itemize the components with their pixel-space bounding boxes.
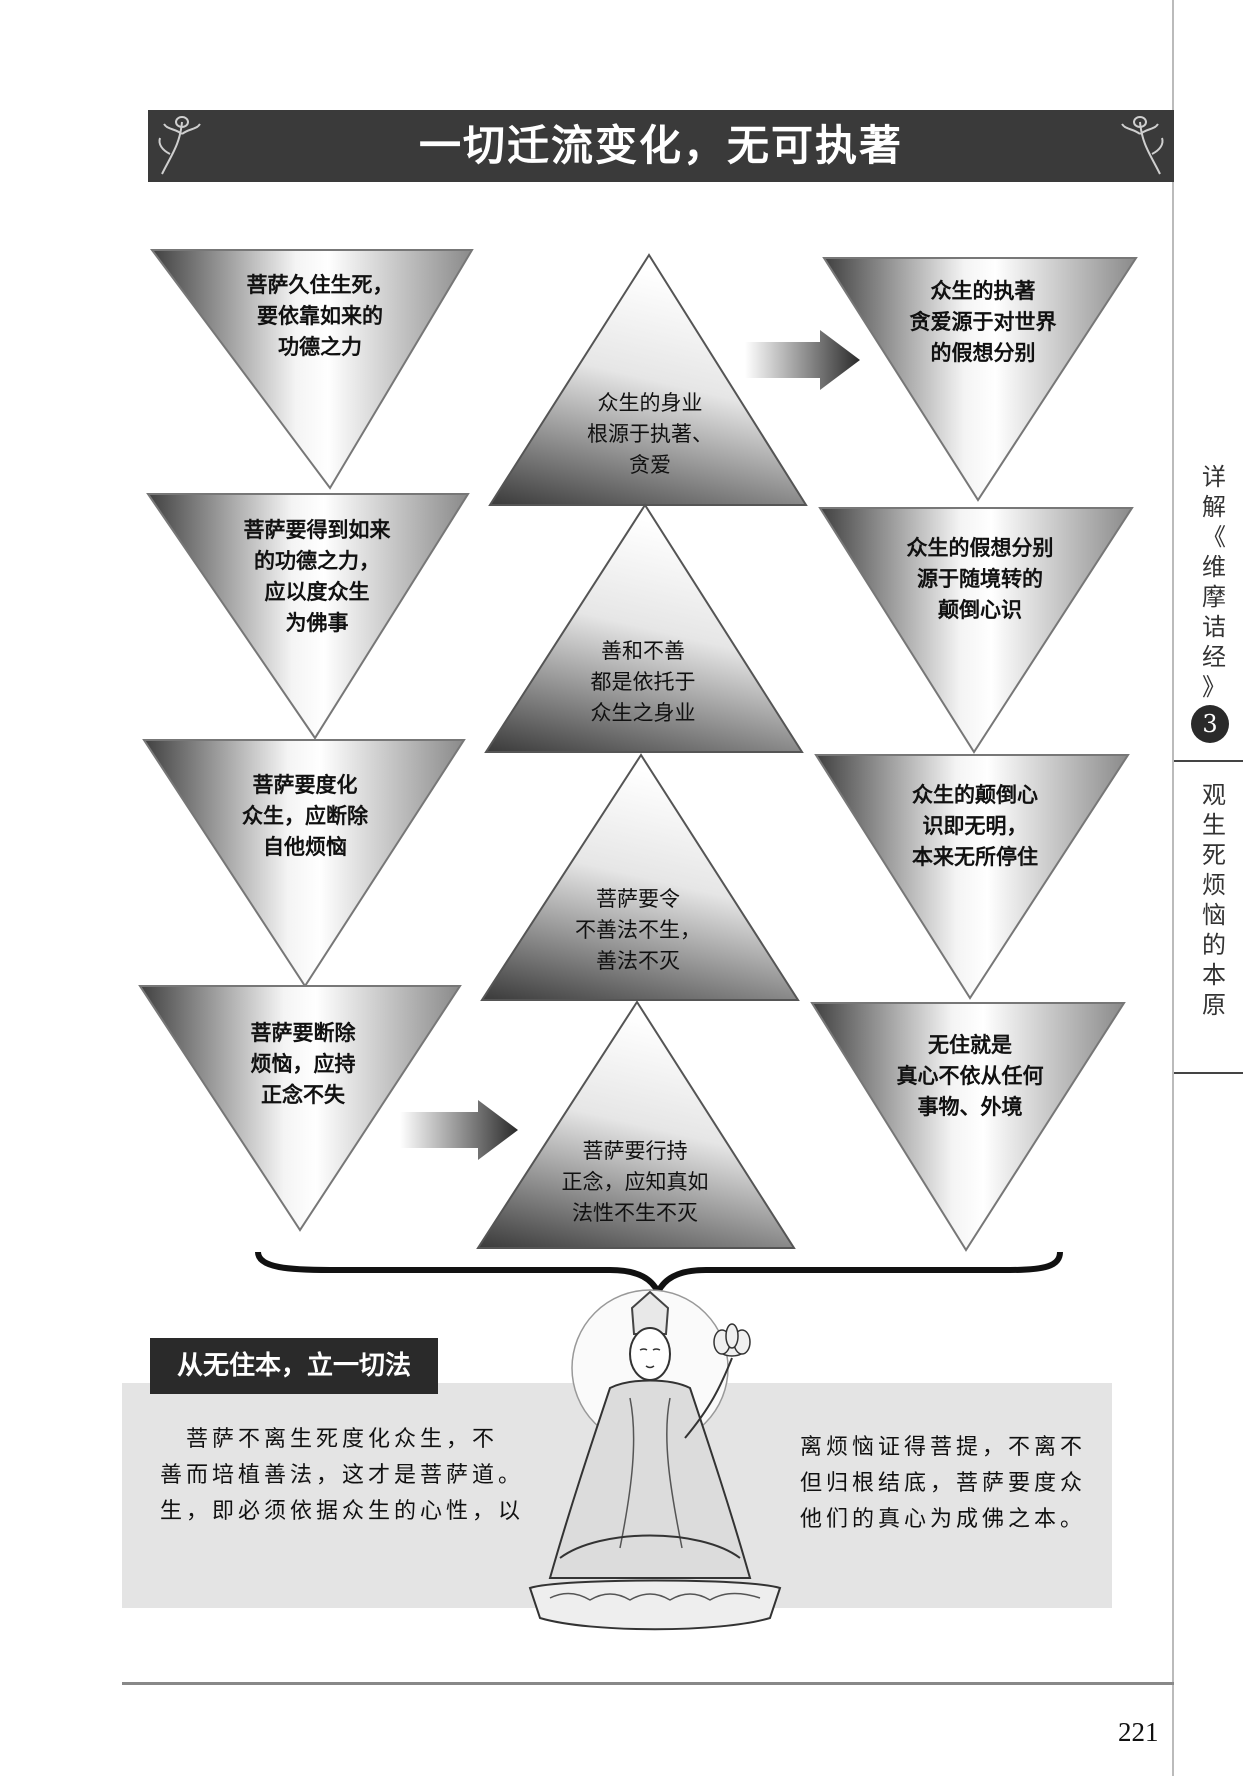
right-triangle-2 [818,507,1134,754]
text-line: 他们的真心为成佛之本。 [800,1507,1087,1532]
center-triangle-2 [484,503,804,753]
sidebar-rule [1174,1072,1243,1074]
text-line: 但归根结底，菩萨要度众 [800,1471,1087,1496]
chapter-title-char: 死 [1202,841,1226,869]
left-triangle-1-text: 菩萨久住生死， 要依靠如来的 功德之力 [246,273,394,359]
lotus-ornament-icon [158,116,201,175]
center-triangle-3 [480,753,800,1001]
right-triangle-3 [814,754,1130,1000]
book-title-char: 摩 [1202,583,1226,611]
title-banner: 一切迁流变化，无可执著 [148,110,1174,182]
left-triangle-2-text: 菩萨要得到如来 的功德之力， 应以度众生 为佛事 [243,518,391,635]
text-line: 菩萨不离生死度化众生，不 [160,1427,499,1452]
page-number: 221 [1118,1717,1159,1747]
book-title-char: 维 [1202,553,1226,581]
center-triangle-4 [476,1000,796,1249]
center-triangle-4-text: 菩萨要行持 正念，应知真如 法性不生不灭 [561,1139,709,1225]
section-text-left: 菩萨不离生死度化众生，不 善而培植善法，这才是菩萨道。 生，即必须依据众生的心性… [160,1422,540,1530]
left-triangle-3 [142,739,466,988]
book-title-char: 《 [1202,523,1226,551]
book-title-char: 诘 [1202,613,1226,641]
center-triangle-2-text: 善和不善 都是依托于 众生之身业 [590,639,696,725]
page-title: 一切迁流变化，无可执著 [418,121,903,170]
chapter-title-char: 本 [1202,961,1226,989]
bodhisattva-figure-icon [528,1289,782,1631]
margin-rule [1172,0,1174,1776]
chapter-number-badge: 3 [1191,705,1229,743]
chapter-title-char: 恼 [1202,901,1226,929]
right-triangle-1-text: 众生的执著 贪爱源于对世界 的假想分别 [909,279,1057,365]
center-triangle-3-text: 菩萨要令 不善法不生， 善法不灭 [575,887,701,973]
chapter-title-char: 生 [1202,811,1226,839]
section-text-right: 离烦恼证得菩提，不离不 但归根结底，菩萨要度众 他们的真心为成佛之本。 [800,1430,1100,1538]
right-triangle-3-text: 众生的颠倒心 识即无明， 本来无所停住 [912,783,1038,869]
arrow-right-icon [400,1100,518,1160]
left-triangle-4-text: 菩萨要断除 烦恼，应持 正念不失 [250,1021,356,1107]
book-title-char: 解 [1202,493,1226,521]
footer-rule [122,1682,1174,1685]
left-triangle-1 [150,249,474,490]
triangle-diagram [138,249,1138,1299]
left-triangle-4 [138,985,462,1232]
text-line: 生，即必须依据众生的心性，以 [160,1499,525,1524]
text-line: 离烦恼证得菩提，不离不 [800,1435,1087,1460]
right-triangle-2-text: 众生的假想分别 源于随境转的 颠倒心识 [906,536,1054,622]
left-triangle-3-text: 菩萨要度化 众生，应断除 自他烦恼 [242,773,368,859]
chapter-title-char: 原 [1202,991,1226,1019]
lotus-ornament-icon [1121,116,1164,175]
chapter-title-char: 观 [1202,781,1226,809]
left-triangle-2 [146,493,470,740]
book-title-char: 经 [1202,643,1226,671]
arrow-right-icon [745,330,860,390]
right-triangle-4-text: 无住就是 真心不依从任何 事物、外境 [896,1033,1044,1119]
sidebar-rule [1174,760,1243,762]
section-label: 从无住本，立一切法 [150,1338,438,1394]
right-triangle-1 [822,257,1138,502]
curly-brace [255,1251,1063,1299]
chapter-title-char: 烦 [1202,871,1226,899]
chapter-title-char: 的 [1202,931,1226,959]
center-triangle-1-text: 众生的身业 根源于执著、 贪爱 [587,391,713,477]
right-triangle-4 [810,1002,1126,1252]
text-line: 善而培植善法，这才是菩萨道。 [160,1463,525,1488]
center-triangle-1 [488,253,808,506]
book-title-char: 》 [1202,673,1226,701]
book-title-char: 详 [1202,463,1226,491]
